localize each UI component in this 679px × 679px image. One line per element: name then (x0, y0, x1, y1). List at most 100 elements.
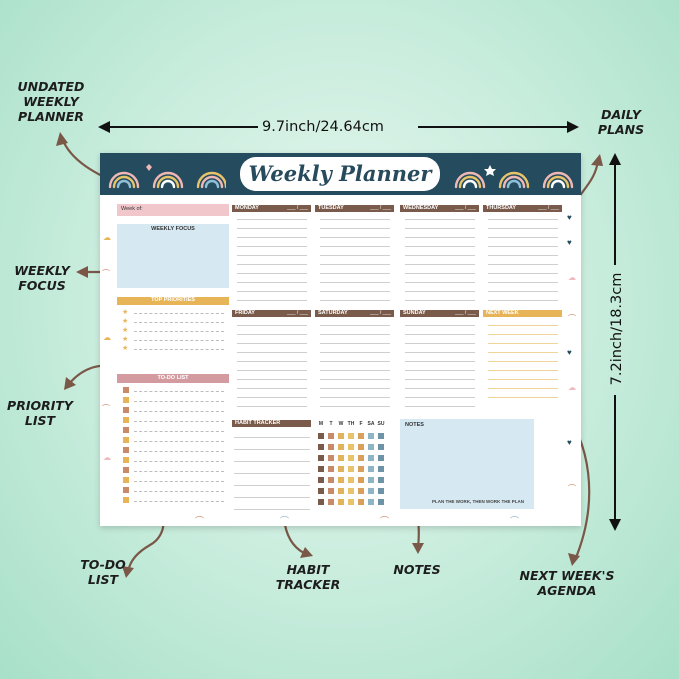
next-week-label: NEXT WEEK (486, 310, 519, 316)
habit-checkbox[interactable] (328, 455, 334, 461)
habit-checkbox[interactable] (358, 499, 364, 505)
habit-checkbox[interactable] (368, 499, 374, 505)
writing-line (320, 361, 390, 362)
habit-checkbox[interactable] (318, 433, 324, 439)
habit-lines[interactable] (234, 437, 310, 510)
habit-checkbox[interactable] (328, 477, 334, 483)
next-week-lines[interactable] (488, 325, 558, 405)
habit-checkbox[interactable] (338, 444, 344, 450)
habit-checkbox[interactable] (368, 455, 374, 461)
habit-checkbox[interactable] (378, 433, 384, 439)
habit-checkbox[interactable] (378, 444, 384, 450)
day-lines-saturday[interactable] (320, 325, 390, 415)
writing-line (320, 246, 390, 247)
callout-line: NOTES (393, 562, 441, 577)
habit-checkbox[interactable] (338, 488, 344, 494)
habit-checkbox[interactable] (358, 455, 364, 461)
callout-habit-tracker: HABIT TRACKER (268, 562, 348, 592)
todo-checkbox[interactable] (123, 407, 129, 413)
todo-checkbox[interactable] (123, 477, 129, 483)
habit-checkbox[interactable] (328, 466, 334, 472)
todo-checkbox[interactable] (123, 457, 129, 463)
priority-lines[interactable] (134, 313, 224, 359)
habit-checkbox[interactable] (328, 488, 334, 494)
habit-checkbox[interactable] (368, 433, 374, 439)
todo-checkbox[interactable] (123, 427, 129, 433)
callout-next-weeks-agenda: NEXT WEEK'S AGENDA (512, 568, 622, 598)
habit-checkbox[interactable] (378, 455, 384, 461)
habit-checkbox[interactable] (318, 455, 324, 461)
day-lines-tuesday[interactable] (320, 219, 390, 309)
habit-checkbox[interactable] (338, 466, 344, 472)
habit-checkbox[interactable] (318, 499, 324, 505)
day-lines-sunday[interactable] (405, 325, 475, 415)
week-of-field[interactable] (117, 204, 229, 216)
writing-line (320, 300, 390, 301)
habit-checkbox[interactable] (318, 488, 324, 494)
habit-checkbox[interactable] (368, 488, 374, 494)
habit-checkbox[interactable] (378, 499, 384, 505)
habit-checkbox[interactable] (378, 477, 384, 483)
habit-checkbox[interactable] (348, 477, 354, 483)
todo-checkbox[interactable] (123, 497, 129, 503)
habit-checkbox[interactable] (358, 488, 364, 494)
habit-checkbox[interactable] (348, 466, 354, 472)
todo-lines[interactable] (134, 391, 224, 511)
habit-checkbox[interactable] (348, 444, 354, 450)
habit-checkbox[interactable] (368, 466, 374, 472)
day-label: TUESDAY (318, 205, 344, 211)
writing-line (405, 246, 475, 247)
rainbow-icon (454, 165, 574, 189)
habit-day-letter: T (329, 421, 333, 427)
day-lines-thursday[interactable] (488, 219, 558, 309)
habit-checkbox[interactable] (348, 499, 354, 505)
habit-day-letter: SU (377, 421, 385, 427)
day-lines-wednesday[interactable] (405, 219, 475, 309)
callout-daily-plans: DAILY PLANS (586, 107, 656, 137)
habit-checkbox[interactable] (328, 444, 334, 450)
habit-checkbox[interactable] (378, 466, 384, 472)
habit-checkbox[interactable] (318, 477, 324, 483)
habit-checkbox[interactable] (318, 466, 324, 472)
habit-checkbox[interactable] (338, 433, 344, 439)
habit-checkbox[interactable] (348, 488, 354, 494)
habit-checkbox[interactable] (328, 433, 334, 439)
habit-day-letter: W (338, 421, 344, 427)
habit-checkbox[interactable] (358, 444, 364, 450)
todo-checkbox[interactable] (123, 387, 129, 393)
day-lines-monday[interactable] (237, 219, 307, 309)
habit-checkbox[interactable] (328, 499, 334, 505)
habit-checkbox[interactable] (348, 455, 354, 461)
habit-checkbox[interactable] (338, 455, 344, 461)
todo-checkbox[interactable] (123, 437, 129, 443)
writing-line (237, 228, 307, 229)
habit-checkbox[interactable] (358, 466, 364, 472)
habit-checkbox[interactable] (358, 433, 364, 439)
cloud-icon: ☁ (568, 273, 576, 282)
weekly-focus-box[interactable] (117, 224, 229, 288)
day-lines-friday[interactable] (237, 325, 307, 415)
habit-checkbox[interactable] (368, 477, 374, 483)
callout-undated-weekly-planner: UNDATED WEEKLY PLANNER (6, 79, 96, 124)
habit-checkbox[interactable] (318, 444, 324, 450)
habit-checkbox[interactable] (358, 477, 364, 483)
habit-checkbox[interactable] (348, 433, 354, 439)
habit-checkbox[interactable] (378, 488, 384, 494)
habit-checkbox[interactable] (338, 499, 344, 505)
planner-title: Weekly Planner (240, 157, 440, 191)
writing-line (320, 325, 390, 326)
todo-checkbox[interactable] (123, 487, 129, 493)
notes-box[interactable] (400, 419, 534, 509)
todo-checkbox[interactable] (123, 397, 129, 403)
rainbow-icon: ⌒ (568, 484, 576, 493)
day-label: MONDAY (235, 205, 259, 211)
habit-checkbox[interactable] (368, 444, 374, 450)
todo-checkbox[interactable] (123, 417, 129, 423)
writing-line (488, 291, 558, 292)
todo-checkbox[interactable] (123, 447, 129, 453)
writing-line (488, 228, 558, 229)
writing-line (320, 388, 390, 389)
habit-checkbox[interactable] (338, 477, 344, 483)
todo-checkbox[interactable] (123, 467, 129, 473)
writing-line (320, 237, 390, 238)
